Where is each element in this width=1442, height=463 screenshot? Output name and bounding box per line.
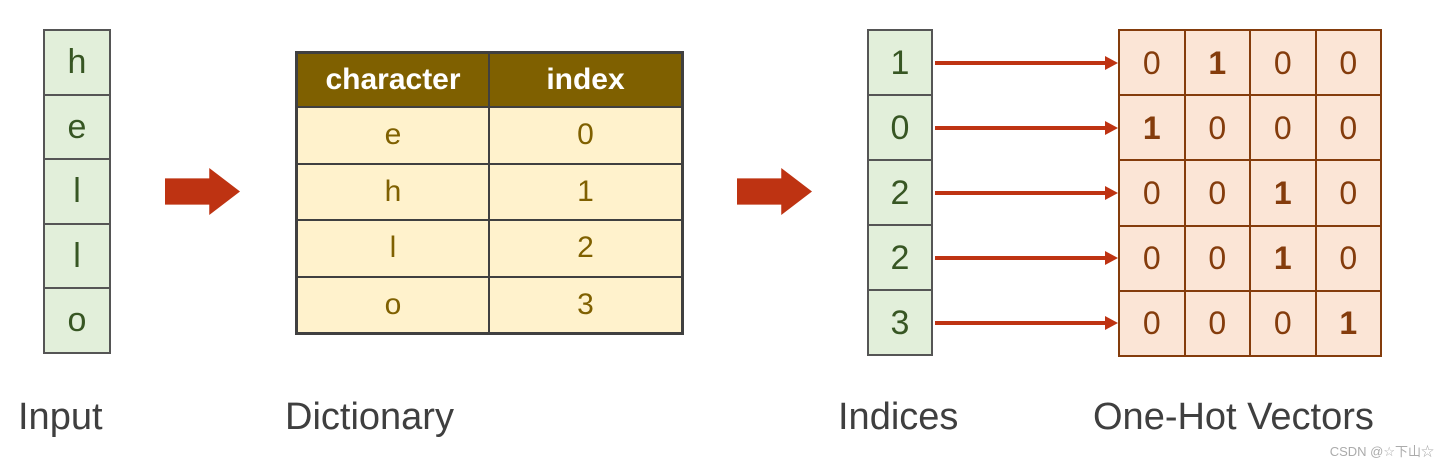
onehot-cell: 0 xyxy=(1120,31,1184,95)
right-block-arrow-icon xyxy=(165,168,240,215)
caption-one-hot-vectors: One-Hot Vectors xyxy=(1093,396,1374,438)
onehot-cell: 1 xyxy=(1316,291,1380,355)
mapping-arrow-icon xyxy=(935,315,1118,330)
right-block-arrow-icon xyxy=(737,168,812,215)
input-cell: l xyxy=(45,224,109,287)
dictionary-cell-index: 2 xyxy=(490,221,681,276)
onehot-cell: 0 xyxy=(1316,161,1380,225)
index-cell: 0 xyxy=(869,96,931,159)
index-cell: 1 xyxy=(869,31,931,94)
one-hot-matrix: 0 1 0 0 1 0 0 0 0 0 1 0 0 0 1 0 0 0 0 1 xyxy=(1118,29,1382,357)
input-cell: l xyxy=(45,160,109,223)
onehot-cell: 1 xyxy=(1120,96,1184,160)
onehot-cell: 0 xyxy=(1185,291,1249,355)
onehot-cell: 0 xyxy=(1251,31,1315,95)
onehot-cell: 0 xyxy=(1316,96,1380,160)
dictionary-header-index: index xyxy=(490,54,681,106)
onehot-cell: 0 xyxy=(1185,226,1249,290)
dictionary-cell-index: 1 xyxy=(490,164,681,219)
input-cell: e xyxy=(45,95,109,158)
onehot-cell: 0 xyxy=(1185,161,1249,225)
input-cell: h xyxy=(45,31,109,94)
csdn-watermark: CSDN @☆下山☆ xyxy=(1329,444,1434,459)
dictionary-cell-index: 0 xyxy=(490,108,681,163)
onehot-cell: 0 xyxy=(1185,96,1249,160)
dictionary-cell-character: h xyxy=(298,164,488,219)
onehot-cell: 0 xyxy=(1251,291,1315,355)
onehot-cell: 0 xyxy=(1316,31,1380,95)
dictionary-cell-index: 3 xyxy=(490,277,681,332)
dictionary-cell-character: e xyxy=(298,108,488,163)
onehot-cell: 0 xyxy=(1120,291,1184,355)
input-character-vector: h e l l o xyxy=(43,29,111,354)
index-cell: 2 xyxy=(869,226,931,289)
onehot-cell: 0 xyxy=(1120,161,1184,225)
onehot-cell: 1 xyxy=(1251,161,1315,225)
dictionary-cell-character: o xyxy=(298,277,488,332)
caption-dictionary: Dictionary xyxy=(285,396,454,438)
index-cell: 2 xyxy=(869,161,931,224)
mapping-arrow-icon xyxy=(935,55,1118,70)
mapping-arrow-icon xyxy=(935,250,1118,265)
mapping-arrow-icon xyxy=(935,185,1118,200)
onehot-cell: 1 xyxy=(1185,31,1249,95)
dictionary-cell-character: l xyxy=(298,221,488,276)
dictionary-header-character: character xyxy=(298,54,488,106)
caption-input: Input xyxy=(18,396,103,438)
onehot-cell: 0 xyxy=(1251,96,1315,160)
onehot-cell: 0 xyxy=(1120,226,1184,290)
onehot-cell: 1 xyxy=(1251,226,1315,290)
mapping-arrow-icon xyxy=(935,120,1118,135)
input-cell: o xyxy=(45,289,109,352)
caption-indices: Indices xyxy=(838,396,959,438)
dictionary-table: character index e 0 h 1 l 2 o 3 xyxy=(295,51,684,335)
onehot-cell: 0 xyxy=(1316,226,1380,290)
index-cell: 3 xyxy=(869,291,931,354)
indices-vector: 1 0 2 2 3 xyxy=(867,29,933,356)
